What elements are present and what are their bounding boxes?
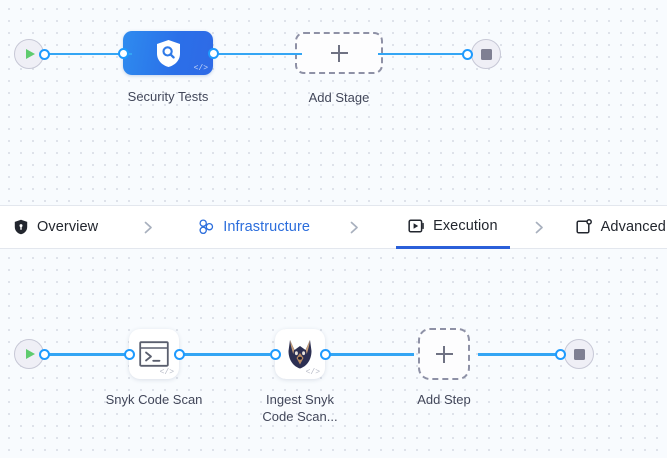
step-start-node[interactable] [14, 339, 50, 369]
square-gear-icon [576, 219, 593, 236]
wire-ingest-to-add-step [324, 353, 414, 356]
ingest-snyk-input-port[interactable] [269, 348, 281, 360]
pipeline-section-tabs[interactable]: Overview Infrastructure [0, 205, 667, 249]
stage-canvas[interactable]: </> Security Tests Add Stage [0, 0, 667, 205]
end-node-circle[interactable] [471, 39, 501, 69]
end-node-input-port[interactable] [462, 48, 473, 60]
step-label-ingest-snyk-code-scan: Ingest Snyk Code Scan... [262, 392, 338, 424]
start-node-output-port[interactable] [39, 48, 50, 60]
snyk-code-scan-output-port[interactable] [173, 348, 185, 360]
chevron-right-icon [534, 221, 546, 233]
pipeline-end-node[interactable] [462, 39, 501, 69]
tab-infrastructure[interactable]: Infrastructure [196, 206, 312, 249]
wire-security-tests-to-add-stage [212, 52, 302, 55]
wire-add-step-to-end [478, 353, 560, 356]
snyk-dog-icon [288, 340, 312, 369]
snyk-code-scan-block[interactable]: </> [129, 329, 179, 379]
terminal-icon [139, 341, 169, 367]
plus-icon [435, 345, 453, 363]
chevron-right-icon [348, 221, 360, 233]
step-ingest-snyk-code-scan[interactable]: </> Ingest Snyk Code Scan... [262, 329, 338, 424]
security-tests-input-port[interactable] [117, 47, 129, 59]
tab-execution[interactable]: Execution [396, 206, 510, 249]
wire-start-to-snyk-code-scan [40, 353, 126, 356]
step-snyk-code-scan[interactable]: </> Snyk Code Scan [106, 329, 202, 407]
security-tests-block[interactable]: </> [123, 31, 213, 75]
stage-label-security-tests: Security Tests [127, 89, 209, 104]
shield-icon [12, 219, 29, 236]
ingest-snyk-output-port[interactable] [319, 348, 331, 360]
shield-search-icon [156, 39, 180, 67]
play-icon [26, 349, 35, 359]
step-end-node-circle[interactable] [564, 339, 594, 369]
step-label-snyk-code-scan: Snyk Code Scan [105, 392, 203, 407]
wire-start-to-security-tests [40, 52, 132, 55]
wire-snyk-code-scan-to-ingest [178, 353, 270, 356]
pipeline-start-node[interactable] [14, 39, 50, 69]
add-stage-node[interactable]: Add Stage [295, 32, 383, 105]
tab-execution-label: Execution [433, 217, 498, 234]
step-end-node[interactable] [555, 339, 594, 369]
wire-add-stage-to-end [378, 52, 468, 55]
step-canvas[interactable]: </> Snyk Code Scan </> Inge [0, 249, 667, 458]
chevron-right-icon [142, 221, 154, 233]
stage-security-tests[interactable]: </> Security Tests [117, 31, 219, 104]
tab-overview[interactable]: Overview [10, 206, 100, 249]
add-step-node[interactable]: Add Step [417, 328, 471, 407]
tab-infrastructure-label: Infrastructure [223, 219, 311, 235]
tab-advanced-label: Advanced [600, 219, 666, 235]
snyk-code-scan-code-badge: </> [159, 368, 174, 377]
nodes-cluster-icon [198, 219, 215, 236]
step-end-input-port[interactable] [555, 348, 566, 360]
tab-overview-label: Overview [37, 219, 99, 235]
add-stage-button[interactable] [295, 32, 383, 74]
snyk-code-scan-input-port[interactable] [123, 348, 135, 360]
security-tests-output-port[interactable] [207, 47, 219, 59]
play-box-icon [408, 217, 425, 234]
step-label-add-step: Add Step [417, 392, 471, 407]
stop-icon [480, 48, 492, 60]
tab-advanced[interactable]: Advanced [574, 206, 667, 249]
stop-icon [573, 348, 585, 360]
step-start-output-port[interactable] [39, 348, 50, 360]
plus-icon [330, 44, 348, 62]
stage-label-add-stage: Add Stage [308, 90, 370, 105]
add-step-button[interactable] [418, 328, 470, 380]
ingest-snyk-code-badge: </> [305, 368, 320, 377]
security-tests-code-badge: </> [193, 64, 208, 73]
play-icon [26, 49, 35, 59]
start-node-circle[interactable] [14, 39, 44, 69]
ingest-snyk-block[interactable]: </> [275, 329, 325, 379]
